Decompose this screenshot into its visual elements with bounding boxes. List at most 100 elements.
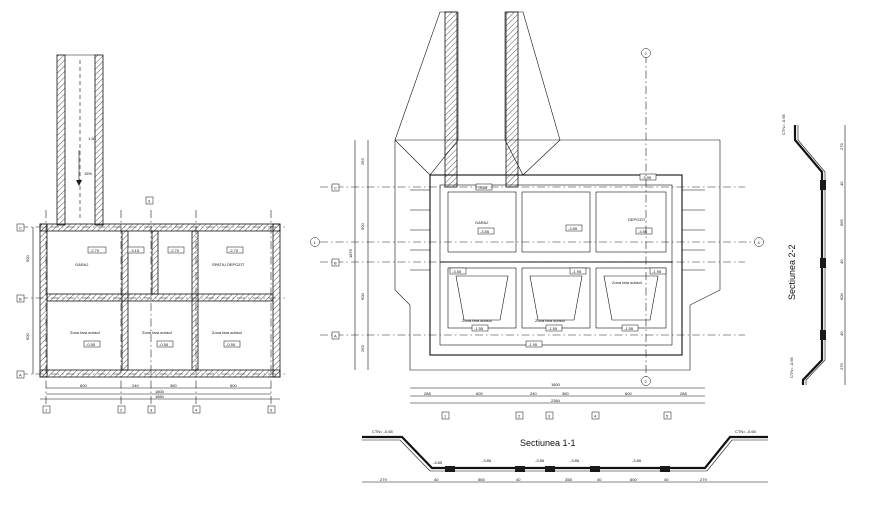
svg-text:600: 600 [25,333,30,340]
svg-text:-0.55: -0.55 [159,342,169,347]
svg-text:-1.55: -1.55 [624,326,634,331]
svg-text:-3.55: -3.55 [480,229,490,234]
svg-text:-3.85: -3.85 [570,458,580,463]
left-top-mark: 3 [148,199,151,204]
svg-text:-2.70: -2.70 [170,248,180,253]
svg-text:-3.15: -3.15 [130,248,140,253]
svg-text:-0.55: -0.55 [86,342,96,347]
left-grid-row-a: A [19,373,22,378]
svg-text:-3.95: -3.95 [642,175,652,180]
svg-text:-3.55: -3.55 [452,269,462,274]
svg-text:-3.85: -3.85 [478,185,488,190]
svg-text:40: 40 [839,331,844,336]
right-plan: GARAJ -3.55 -3.55 DEPOZIT -3.55 Zona far… [310,11,764,420]
svg-text:Zona fara subsol: Zona fara subsol [535,318,565,323]
right-room-depozit: DEPOZIT [628,217,646,222]
svg-text:360: 360 [562,391,569,396]
svg-text:600: 600 [80,383,87,388]
svg-text:600: 600 [360,223,365,230]
right-axis-right: 4 [758,240,761,245]
left-ramp: 15% 1.50 [56,54,104,226]
svg-text:-3.85: -3.85 [535,458,545,463]
svg-text:263: 263 [360,345,365,352]
svg-text:40: 40 [516,477,521,482]
svg-text:A: A [334,334,337,339]
section-1-title: Sectiunea 1-1 [520,438,576,448]
svg-text:1800: 1800 [155,389,165,394]
svg-text:240: 240 [530,391,537,396]
svg-text:40: 40 [839,181,844,186]
svg-text:-3.85: -3.85 [482,458,492,463]
svg-text:600: 600 [625,391,632,396]
svg-text:288: 288 [424,391,431,396]
right-axis-bottom: 2 [645,379,648,384]
svg-text:4: 4 [594,414,597,419]
svg-text:-3.55: -3.55 [568,226,578,231]
svg-text:Zona fara subsol: Zona fara subsol [70,330,100,335]
svg-text:-3.85: -3.85 [632,458,642,463]
svg-text:600: 600 [476,391,483,396]
svg-text:2: 2 [120,408,123,413]
svg-text:3: 3 [548,414,551,419]
section-2-2: Sectiunea 2-2 CTN= -0.65 CTN= -0.65 279 … [781,113,846,385]
svg-text:-1.55: -1.55 [474,326,484,331]
svg-text:-2.70: -2.70 [229,248,239,253]
svg-text:565: 565 [478,477,485,482]
section-1-ctn-right: CTN= -0.65 [735,429,757,434]
svg-text:358: 358 [565,477,572,482]
svg-text:565: 565 [839,219,844,226]
svg-text:288: 288 [680,391,687,396]
svg-text:1875: 1875 [348,248,353,258]
svg-text:40: 40 [664,477,669,482]
section-2-ctn-top: CTN= -0.65 [781,113,786,135]
right-room-garaj: GARAJ [475,220,488,225]
svg-text:Zona fara subsol: Zona fara subsol [142,330,172,335]
svg-text:1860: 1860 [155,394,165,399]
svg-text:279: 279 [380,477,387,482]
svg-text:4: 4 [195,408,198,413]
svg-text:263: 263 [360,158,365,165]
svg-text:-3.55: -3.55 [638,229,648,234]
svg-text:3: 3 [150,408,153,413]
svg-text:2: 2 [518,414,521,419]
svg-text:-1.95: -1.95 [572,269,582,274]
ramp-slope-label: 15% [84,171,92,176]
svg-text:2364: 2364 [551,398,561,403]
svg-text:279: 279 [839,143,844,150]
svg-text:240: 240 [132,383,139,388]
svg-text:-1.95: -1.95 [652,269,662,274]
svg-text:600: 600 [360,293,365,300]
svg-text:279: 279 [700,477,707,482]
room-depozit-label: SPATIU DEPOZIT [212,262,245,267]
svg-text:1: 1 [444,414,447,419]
section-1-ctn-left: CTN= -0.65 [372,429,394,434]
svg-text:-3.85: -3.85 [433,460,443,465]
svg-text:600: 600 [25,255,30,262]
svg-text:Zona fara subsol: Zona fara subsol [612,280,642,285]
left-grid-row-c: C [19,226,22,231]
svg-text:1: 1 [45,408,48,413]
svg-text:Zona fara subsol: Zona fara subsol [212,330,242,335]
svg-text:Zona fara subsol: Zona fara subsol [462,318,492,323]
svg-text:600: 600 [630,477,637,482]
section-2-title: Sectiunea 2-2 [787,244,797,300]
left-plan: 15% 1.50 -2.70 GARAJ -3.15 -2.70 -2.70 S… [16,54,285,414]
svg-text:-1.95: -1.95 [528,342,538,347]
svg-text:C: C [334,186,337,191]
slope-ticks [410,189,705,271]
section-2-ctn-bottom: CTN= -0.65 [789,356,794,378]
svg-text:-2.70: -2.70 [90,248,100,253]
svg-text:40: 40 [597,477,602,482]
svg-text:5: 5 [270,408,273,413]
svg-text:-0.55: -0.55 [226,342,236,347]
svg-text:40: 40 [839,259,844,264]
right-axis-left: 1 [314,240,317,245]
svg-text:5: 5 [666,414,669,419]
svg-text:-1.55: -1.55 [548,326,558,331]
svg-text:279: 279 [839,363,844,370]
left-grid-row-b: B [19,297,22,302]
svg-text:40: 40 [434,477,439,482]
room-garaj-label: GARAJ [75,262,88,267]
svg-text:600: 600 [839,293,844,300]
